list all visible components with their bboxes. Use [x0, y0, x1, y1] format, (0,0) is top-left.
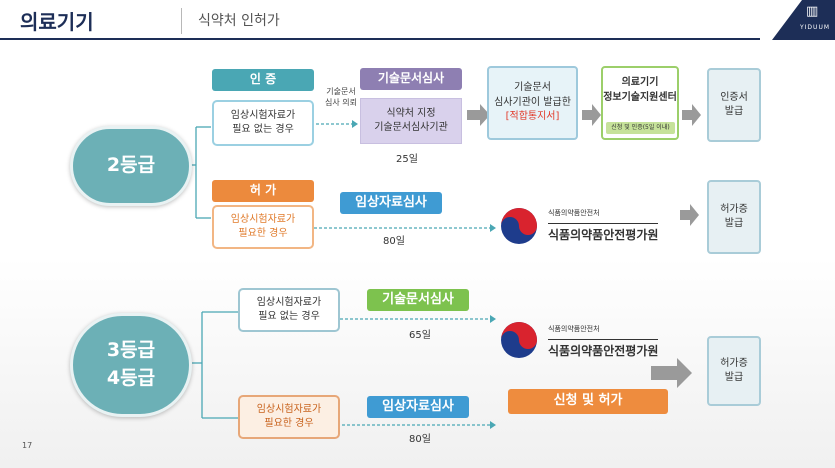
- certificate-line1: 인증서: [720, 91, 748, 103]
- permit-tag: 허 가: [212, 180, 314, 202]
- cert-condition-line1: 임상시험자료가: [230, 109, 296, 121]
- permit-condition-line1: 임상시험자료가: [230, 213, 296, 225]
- designated-review-line1: 식약처 지정: [386, 107, 436, 119]
- mfds-name-small-2: 식품의약품안전처: [548, 325, 600, 333]
- cert-review-days: 25일: [396, 154, 418, 165]
- g34-tech-doc-review-tag: 기술문서심사: [367, 289, 469, 311]
- logo-text: YIDUUM: [800, 24, 831, 31]
- conformity-notice-box: 기술문서 심사기관이 발급한 [적합통지서]: [487, 66, 578, 140]
- g34-no-clinical-box: 임상시험자료가 필요 없는 경우: [238, 288, 340, 332]
- designated-review-box: 식약처 지정 기술문서심사기관: [360, 98, 462, 144]
- page-title: 의료기기: [20, 10, 94, 34]
- certificate-line2: 발급: [724, 106, 744, 117]
- g2-permit-issue-box: 허가증 발급: [707, 180, 761, 254]
- logo-corner: [772, 0, 802, 40]
- nifds-name: 식품의약품안전평가원: [548, 223, 659, 243]
- g2-clinical-review-tag: 임상자료심사: [340, 192, 442, 214]
- cert-request-note: 기술문서 심사 의뢰: [316, 86, 366, 108]
- cert-condition-box: 임상시험자료가 필요 없는 경우: [212, 100, 314, 146]
- grade4-label: 4등급: [106, 367, 156, 389]
- grade2-circle: 2등급: [70, 126, 192, 206]
- g34-tech-doc-review-days: 65일: [409, 330, 431, 341]
- g34-permit-issue-box: 허가증 발급: [707, 336, 761, 406]
- header-divider: [181, 8, 182, 34]
- grade2-label: 2등급: [106, 154, 156, 177]
- permit-condition-line2: 필요한 경우: [238, 228, 288, 239]
- grade34-circle: 3등급 4등급: [70, 313, 192, 417]
- cert-request-note-line2: 심사 의뢰: [325, 98, 357, 108]
- mfds-emblem-icon-2: [501, 322, 537, 358]
- g34-clinical-review-tag: 임상자료심사: [367, 396, 469, 418]
- designated-review-line2: 기술문서심사기관: [374, 122, 448, 133]
- cert-condition-line2: 필요 없는 경우: [232, 124, 294, 135]
- center-apply-pill: 신청 및 인증(5일 이내): [606, 122, 675, 134]
- info-center-line1: 의료기기: [621, 77, 659, 88]
- permit-condition-box: 임상시험자료가 필요한 경우: [212, 205, 314, 249]
- conformity-line2: 심사기관이 발급한: [494, 96, 571, 108]
- g2-permit-issue-line1: 허가증: [720, 203, 748, 215]
- g34-clinical-line2: 필요한 경우: [264, 418, 314, 429]
- cert-request-note-line1: 기술문서: [326, 87, 356, 96]
- page-subtitle: 식약처 인허가: [198, 13, 280, 29]
- g2-permit-issue-line2: 발급: [724, 218, 744, 229]
- conformity-line3: [적합통지서]: [505, 111, 560, 123]
- g34-clinical-review-days: 80일: [409, 434, 431, 445]
- g34-no-clinical-line1: 임상시험자료가: [256, 296, 322, 308]
- grade3-label: 3등급: [106, 339, 156, 362]
- logo-mark-icon: ▥: [806, 4, 819, 19]
- g34-clinical-box: 임상시험자료가 필요한 경우: [238, 395, 340, 439]
- g34-clinical-line1: 임상시험자료가: [256, 403, 322, 415]
- info-center-line2: 정보기술지원센터: [603, 91, 677, 103]
- tech-doc-review-tag: 기술문서심사: [360, 68, 462, 90]
- apply-permit-bar: 신청 및 허가: [508, 389, 668, 414]
- nifds-name-2: 식품의약품안전평가원: [548, 339, 659, 359]
- header-rule: [0, 38, 760, 40]
- mfds-name-small: 식품의약품안전처: [548, 209, 600, 217]
- certificate-issue-box: 인증서 발급: [707, 68, 761, 142]
- g34-permit-issue-line1: 허가증: [720, 357, 748, 369]
- g34-no-clinical-line2: 필요 없는 경우: [258, 311, 320, 322]
- g34-permit-issue-line2: 발급: [724, 372, 744, 383]
- mfds-emblem-icon: [501, 208, 537, 244]
- conformity-line1: 기술문서: [514, 82, 551, 94]
- g2-clinical-review-days: 80일: [383, 236, 405, 247]
- cert-tag: 인 증: [212, 69, 314, 91]
- page-number: 17: [22, 441, 33, 450]
